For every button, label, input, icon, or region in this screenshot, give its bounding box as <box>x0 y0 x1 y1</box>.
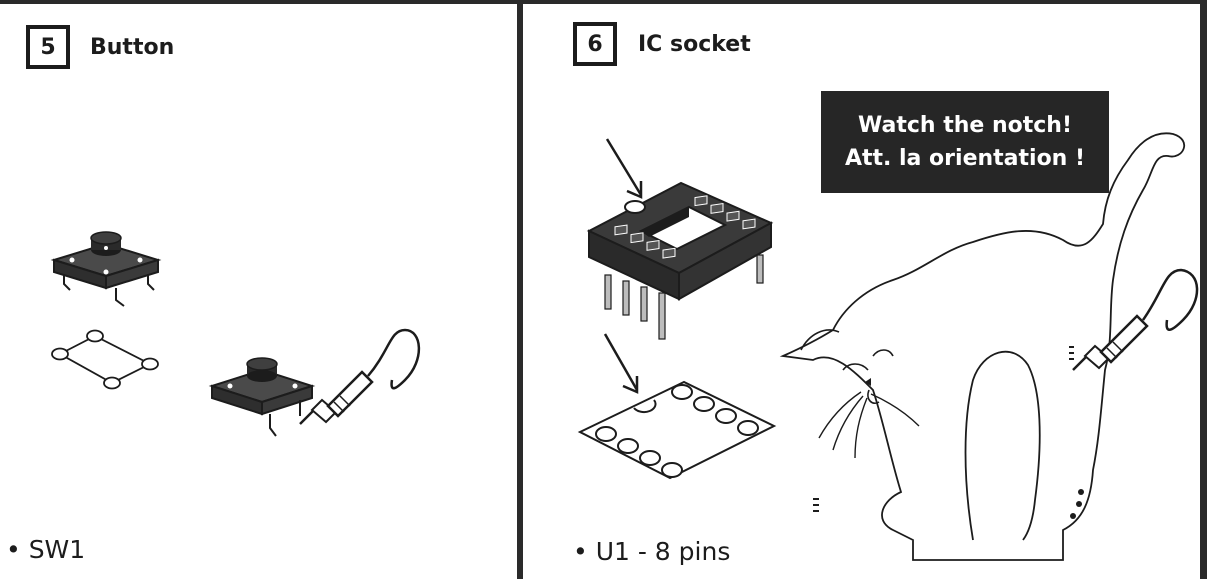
step-6-number: 6 <box>573 22 617 66</box>
top-border <box>0 0 1207 4</box>
orientation-warning-callout: Watch the notch! Att. la orientation ! <box>821 91 1109 193</box>
right-border <box>1200 0 1207 579</box>
notch-arrow-bottom <box>603 333 639 394</box>
step-6-panel: 6 IC socket <box>523 0 1200 579</box>
tactile-button-illustration <box>50 231 162 307</box>
panel-divider <box>517 0 523 579</box>
notch-arrow-top <box>605 138 643 199</box>
step-6-title: IC socket <box>638 32 751 57</box>
ic-socket-illustration <box>586 181 774 340</box>
step-5-number: 5 <box>26 25 70 69</box>
button-footprint <box>51 329 159 390</box>
cat-pcb-illustration <box>779 132 1199 561</box>
step-6-component-list: • U1 - 8 pins <box>573 537 731 566</box>
step-5-title: Button <box>90 35 175 60</box>
step-5-component-list: • SW1 <box>6 535 86 564</box>
callout-line-2: Att. la orientation ! <box>844 146 1086 171</box>
callout-line-1: Watch the notch! <box>858 113 1072 138</box>
ic-footprint <box>577 380 777 480</box>
button-soldering-illustration <box>208 328 421 437</box>
step-5-panel: 5 Button <box>0 0 517 579</box>
